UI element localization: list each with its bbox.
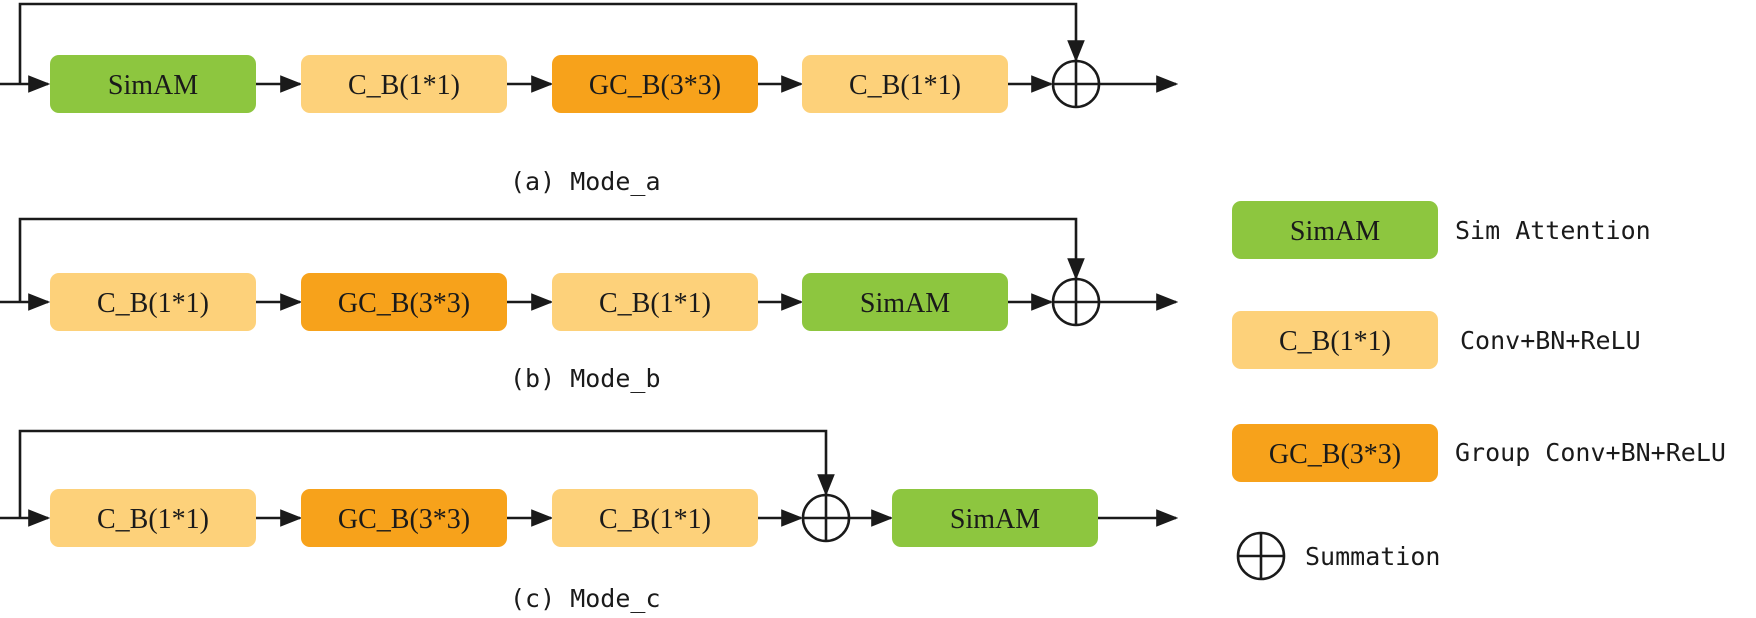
- mode-a-simam-block: SimAM: [50, 55, 256, 113]
- mode-b-conv-block-1: C_B(1*1): [50, 273, 256, 331]
- mode-b: C_B(1*1) GC_B(3*3) C_B(1*1) SimAM (b) Mo…: [0, 217, 1179, 393]
- legend-summation-desc: Summation: [1305, 542, 1440, 571]
- mode-a-gconv-block: GC_B(3*3): [552, 55, 758, 113]
- svg-text:C_B(1*1): C_B(1*1): [599, 504, 711, 535]
- mode-c-conv-block-1: C_B(1*1): [50, 489, 256, 547]
- legend: SimAM Sim Attention C_B(1*1) Conv+BN+ReL…: [1232, 201, 1726, 581]
- mode-a-summation-icon: [1051, 59, 1101, 109]
- mode-c-skip-connection: [18, 429, 835, 518]
- svg-text:C_B(1*1): C_B(1*1): [599, 288, 711, 319]
- svg-text:GC_B(3*3): GC_B(3*3): [338, 504, 470, 535]
- svg-text:C_B(1*1): C_B(1*1): [97, 288, 209, 319]
- svg-text:C_B(1*1): C_B(1*1): [1279, 326, 1391, 357]
- mode-b-skip-connection: [18, 217, 1085, 302]
- mode-c-gconv-block: GC_B(3*3): [301, 489, 507, 547]
- mode-a-caption: (a) Mode_a: [510, 167, 661, 196]
- legend-conv-swatch: C_B(1*1): [1232, 311, 1438, 369]
- mode-c-conv-block-2: C_B(1*1): [552, 489, 758, 547]
- mode-c: C_B(1*1) GC_B(3*3) C_B(1*1) SimAM (c) Mo…: [0, 429, 1179, 613]
- legend-simam-swatch: SimAM: [1232, 201, 1438, 259]
- mode-a-conv-block-1: C_B(1*1): [301, 55, 507, 113]
- svg-text:GC_B(3*3): GC_B(3*3): [1269, 439, 1401, 470]
- mode-a-skip-connection: [18, 2, 1085, 84]
- legend-gconv-swatch: GC_B(3*3): [1232, 424, 1438, 482]
- mode-b-caption: (b) Mode_b: [510, 364, 661, 393]
- svg-text:SimAM: SimAM: [108, 70, 198, 101]
- legend-simam-desc: Sim Attention: [1455, 216, 1651, 245]
- mode-b-simam-block: SimAM: [802, 273, 1008, 331]
- svg-text:C_B(1*1): C_B(1*1): [849, 70, 961, 101]
- svg-text:C_B(1*1): C_B(1*1): [97, 504, 209, 535]
- legend-conv-desc: Conv+BN+ReLU: [1460, 326, 1641, 355]
- mode-b-summation-icon: [1051, 277, 1101, 327]
- svg-text:C_B(1*1): C_B(1*1): [348, 70, 460, 101]
- legend-gconv-desc: Group Conv+BN+ReLU: [1455, 438, 1726, 467]
- svg-text:SimAM: SimAM: [1290, 216, 1380, 247]
- mode-c-summation-icon: [801, 493, 851, 543]
- mode-a: SimAM C_B(1*1) GC_B(3*3) C_B(1*1) (a) Mo…: [0, 2, 1179, 196]
- svg-text:GC_B(3*3): GC_B(3*3): [338, 288, 470, 319]
- svg-text:SimAM: SimAM: [950, 504, 1040, 535]
- legend-summation-icon: [1236, 531, 1286, 581]
- svg-text:SimAM: SimAM: [860, 288, 950, 319]
- mode-b-gconv-block: GC_B(3*3): [301, 273, 507, 331]
- svg-text:GC_B(3*3): GC_B(3*3): [589, 70, 721, 101]
- mode-c-simam-block: SimAM: [892, 489, 1098, 547]
- mode-c-caption: (c) Mode_c: [510, 584, 661, 613]
- mode-a-conv-block-2: C_B(1*1): [802, 55, 1008, 113]
- mode-b-conv-block-2: C_B(1*1): [552, 273, 758, 331]
